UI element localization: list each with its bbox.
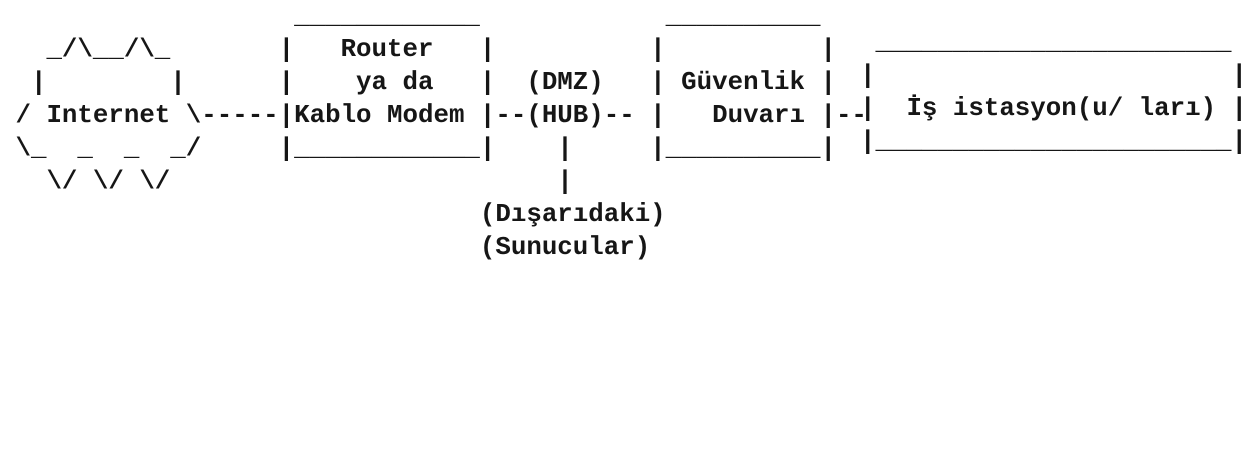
ascii-line-ws-bottom: |_______________________|: [860, 127, 1248, 156]
ascii-line-disaridaki: (Dışarıdaki): [0, 200, 666, 229]
ascii-line-ws-label: | İş istasyon(u/ ları) |: [860, 94, 1248, 123]
ascii-line-dmz-guvenlik: | | | ya da | (DMZ) | Güvenlik |: [0, 68, 836, 97]
ascii-line-sunucular: (Sunucular): [0, 233, 651, 262]
ascii-line-cloud-base-drop: \/ \/ \/ |: [0, 167, 573, 196]
ascii-line-internet-hub-duvari: / Internet \-----|Kablo Modem |--(HUB)--…: [0, 101, 867, 130]
workstation-box: _______________________ | | | İş istasyon(…: [860, 26, 1247, 158]
ascii-line-bottom-borders: \_ _ _ _/ |____________| | |__________|: [0, 134, 836, 163]
ascii-line-top-borders: ____________ __________: [0, 2, 821, 31]
ascii-network-diagram: ____________ __________ _/\__/\_ | Route…: [0, 0, 867, 264]
ascii-line-ws-empty: | |: [860, 61, 1248, 90]
ascii-line-cloud-top-router: _/\__/\_ | Router | | |: [0, 35, 836, 64]
ascii-line-ws-top: _______________________: [860, 28, 1232, 57]
